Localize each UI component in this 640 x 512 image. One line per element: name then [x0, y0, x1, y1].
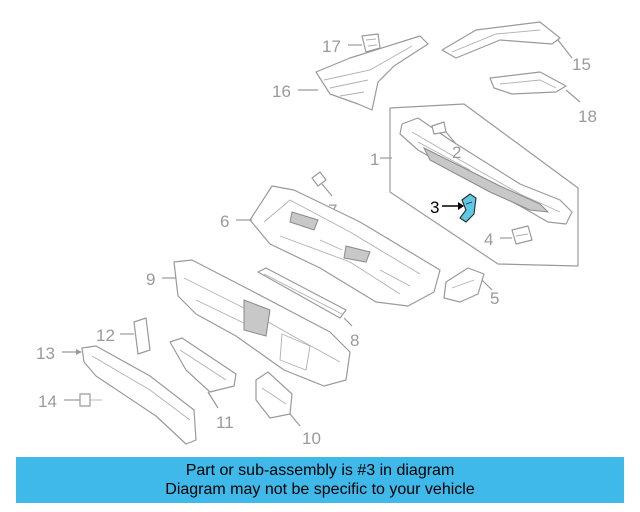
callout-4: 4	[484, 230, 493, 249]
callout-3: 3	[430, 198, 439, 217]
leader-5	[481, 279, 493, 291]
leader-7	[321, 183, 333, 197]
callout-18: 18	[578, 107, 597, 126]
callout-6: 6	[220, 212, 229, 231]
part-5-bracket[interactable]	[443, 267, 485, 303]
leader-15	[557, 39, 573, 59]
leader-10	[289, 413, 301, 427]
callout-17: 17	[322, 37, 341, 56]
part-11-bracket[interactable]	[169, 337, 237, 393]
callout-14: 14	[38, 392, 57, 411]
leader-13-arrow	[76, 349, 82, 355]
part-10-bracket[interactable]	[255, 371, 293, 419]
leader-8	[343, 317, 353, 327]
leader-3-arrow	[458, 202, 464, 210]
part-9-lower-dash[interactable]	[173, 259, 351, 387]
part-4-bracket[interactable]	[511, 225, 533, 245]
info-banner: Part or sub-assembly is #3 in diagram Di…	[16, 457, 624, 503]
callout-9: 9	[146, 270, 155, 289]
banner-line-1: Part or sub-assembly is #3 in diagram	[185, 462, 455, 479]
part-18-extension[interactable]	[489, 71, 567, 95]
callout-5: 5	[490, 289, 499, 308]
part-15-wiper-cowl[interactable]	[441, 21, 561, 59]
assembly-1-frame	[389, 103, 579, 267]
callout-16: 16	[272, 82, 291, 101]
callout-12: 12	[96, 326, 115, 345]
part-14-bolt[interactable]	[79, 393, 102, 407]
callout-15: 15	[572, 55, 591, 74]
callout-1: 1	[370, 150, 379, 169]
part-8-reinforcement[interactable]	[257, 267, 347, 319]
callout-11: 11	[216, 413, 234, 432]
callout-8: 8	[350, 331, 359, 350]
part-3-bracket-highlighted[interactable]	[459, 193, 477, 223]
leader-11	[207, 391, 219, 409]
leader-18	[565, 89, 581, 103]
leader-2	[445, 131, 457, 145]
part-13-side-rail[interactable]	[81, 345, 197, 445]
part-1-cowl-upper[interactable]	[399, 117, 573, 225]
banner-line-2: Diagram may not be specific to your vehi…	[165, 481, 475, 498]
part-7-plug[interactable]	[311, 171, 327, 187]
callout-2: 2	[452, 143, 461, 162]
callout-13: 13	[36, 344, 55, 363]
part-12-bracket[interactable]	[133, 317, 151, 355]
part-2-clip[interactable]	[431, 121, 447, 135]
callout-10: 10	[302, 429, 321, 448]
part-6-dash-panel[interactable]	[249, 185, 441, 307]
part-16-cowl-panel[interactable]	[315, 35, 429, 111]
